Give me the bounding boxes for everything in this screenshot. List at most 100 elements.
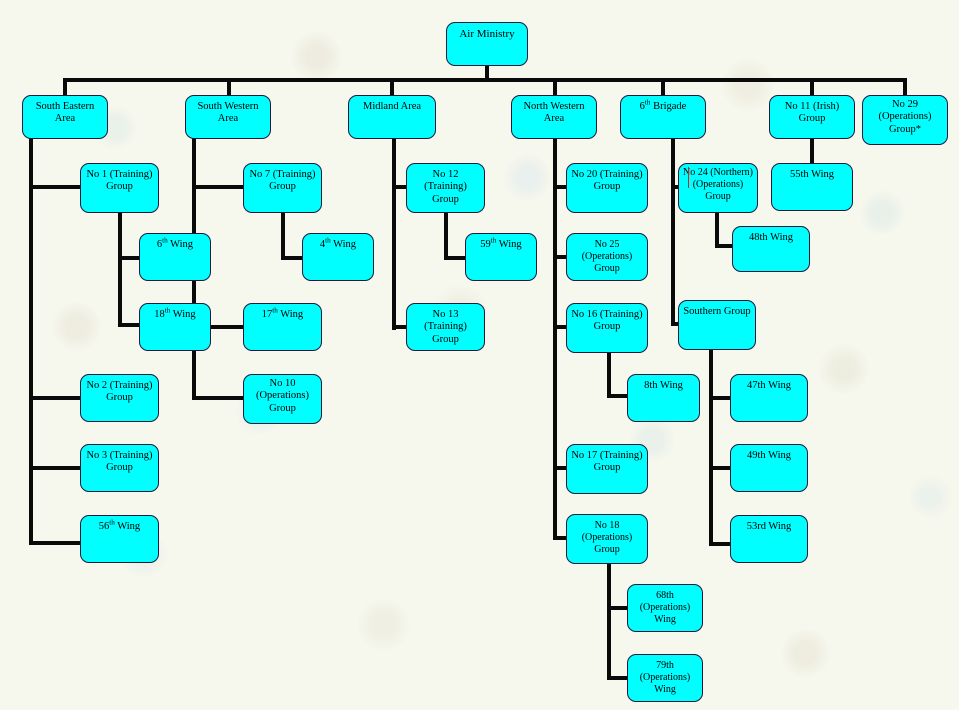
connector-spine-g24 <box>715 213 719 248</box>
node-label-line2: Group <box>798 113 826 125</box>
connector-stub-g7 <box>192 185 244 189</box>
node-48th-wing[interactable]: 48th Wing <box>732 226 810 272</box>
node-8th-wing[interactable]: 8th Wing <box>627 374 700 422</box>
node-17th-wing[interactable]: 17th Wing <box>243 303 322 351</box>
node-47th-wing[interactable]: 47th Wing <box>730 374 808 422</box>
red-annotation-mark <box>688 167 690 188</box>
node-49th-wing[interactable]: 49th Wing <box>730 444 808 492</box>
connector-spine-g16 <box>607 353 611 398</box>
node-label-line1: No 29 <box>892 99 918 110</box>
node-southern-group[interactable]: Southern Group <box>678 300 756 350</box>
node-label-line1: No 7 (Training) <box>249 169 316 180</box>
connector-stub-g10 <box>192 396 244 400</box>
node-label: 56th Wing <box>98 518 141 532</box>
node-south-eastern-area[interactable]: South Eastern Area <box>22 95 108 139</box>
connector-stub-g1 <box>29 185 81 189</box>
node-label: 59th Wing <box>480 236 522 250</box>
node-no-1-training-group[interactable]: No 1 (Training) Group <box>80 163 159 213</box>
node-label-line2: Area <box>217 113 239 125</box>
node-label-line2: (Operations) <box>692 178 744 190</box>
connector-spine-sg <box>709 350 713 546</box>
node-4th-wing[interactable]: 4th Wing <box>302 233 374 281</box>
connector-drop-g11 <box>810 78 814 95</box>
node-no-16-training-group[interactable]: No 16 (Training) Group <box>566 303 648 353</box>
node-no-11-irish-group[interactable]: No 11 (Irish) Group <box>769 95 855 139</box>
connector-root-bus <box>63 78 906 82</box>
connector-stub-w79 <box>607 676 629 680</box>
connector-spine-g11 <box>810 138 814 163</box>
node-no-25-operations-group[interactable]: No 25 (Operations) Group <box>566 233 648 281</box>
node-label: 8th Wing <box>644 380 683 391</box>
connector-stub-w8 <box>607 394 629 398</box>
node-no-2-training-group[interactable]: No 2 (Training) Group <box>80 374 159 422</box>
node-label-line2: Group <box>432 193 459 205</box>
connector-stub-w6 <box>118 256 140 260</box>
node-label-line2: Group <box>269 181 296 193</box>
node-label-line1: No 25 (Operations) <box>581 239 633 262</box>
connector-stub-w18 <box>118 323 140 327</box>
connector-stub-w4 <box>281 256 303 260</box>
connector-stub-g2 <box>29 396 81 400</box>
node-label: 4th Wing <box>319 236 357 250</box>
node-no-17-training-group[interactable]: No 17 (Training) Group <box>566 444 648 494</box>
node-midland-area[interactable]: Midland Area <box>348 95 436 139</box>
node-label-line1: No 2 (Training) <box>86 380 153 391</box>
connector-stub-w49 <box>709 466 731 470</box>
node-label-line1: No 24 (Northern) <box>683 167 753 178</box>
node-no-7-training-group[interactable]: No 7 (Training) Group <box>243 163 322 213</box>
node-6th-brigade[interactable]: 6th Brigade <box>620 95 706 139</box>
connector-drop-b6 <box>661 78 665 95</box>
node-label-line2: Group <box>594 262 620 274</box>
node-label-line3: Group* <box>888 123 922 135</box>
node-68th-operations-wing[interactable]: 68th (Operations) Wing <box>627 584 703 632</box>
node-label-line1: 68th (Operations) <box>639 590 691 613</box>
node-label-line1: South Eastern <box>35 101 95 112</box>
node-label-line2: Group <box>106 181 133 193</box>
node-no-13-training-group[interactable]: No 13 (Training) Group <box>406 303 485 351</box>
node-label: Southern Group <box>683 306 751 317</box>
node-no-20-training-group[interactable]: No 20 (Training) Group <box>566 163 648 213</box>
node-55th-wing[interactable]: 55th Wing <box>771 163 853 211</box>
node-no-24-northern-operations-group[interactable]: No 24 (Northern) (Operations) Group <box>678 163 758 213</box>
node-north-western-area[interactable]: North Western Area <box>511 95 597 139</box>
node-no-10-operations-group[interactable]: No 10 (Operations) Group <box>243 374 322 424</box>
node-no-3-training-group[interactable]: No 3 (Training) Group <box>80 444 159 492</box>
node-18th-wing[interactable]: 18th Wing <box>139 303 211 351</box>
connector-stub-w56 <box>29 541 81 545</box>
node-no-29-operations-group[interactable]: No 29 (Operations) Group* <box>862 95 948 145</box>
node-air-ministry[interactable]: Air Ministry <box>446 22 528 66</box>
node-label-line2: Group <box>593 462 621 474</box>
connector-drop-sw <box>227 78 231 95</box>
node-no-12-training-group[interactable]: No 12 (Training) Group <box>406 163 485 213</box>
node-label-line1: No 13 (Training) <box>424 309 467 333</box>
node-label: 6th Wing <box>156 236 194 250</box>
node-56th-wing[interactable]: 56th Wing <box>80 515 159 563</box>
node-label: Midland Area <box>362 101 422 112</box>
node-no-18-operations-group[interactable]: No 18 (Operations) Group <box>566 514 648 564</box>
node-south-western-area[interactable]: South Western Area <box>185 95 271 139</box>
connector-drop-se <box>63 78 67 95</box>
node-label-line1: No 10 <box>269 378 296 389</box>
node-59th-wing[interactable]: 59th Wing <box>465 233 537 281</box>
connector-stub-w53 <box>709 542 731 546</box>
node-label-line1: South Western <box>197 101 259 112</box>
node-label-line2: (Operations) <box>878 111 932 123</box>
node-53rd-wing[interactable]: 53rd Wing <box>730 515 808 563</box>
node-label-line1: No 17 (Training) <box>571 450 643 461</box>
node-label-line2: (Operations) <box>255 390 310 402</box>
node-label-line1: 79th (Operations) <box>639 660 691 683</box>
node-label-line1: No 12 (Training) <box>424 169 467 193</box>
connector-stub-g3 <box>29 466 81 470</box>
connector-stub-w68 <box>607 606 629 610</box>
node-6th-wing[interactable]: 6th Wing <box>139 233 211 281</box>
node-label-line2: Wing <box>654 683 676 695</box>
node-label-line2: Group <box>593 181 621 193</box>
node-label-line1: North Western <box>523 101 585 112</box>
node-label: 6th Brigade <box>639 98 687 112</box>
node-label-line1: No 3 (Training) <box>86 450 153 461</box>
node-79th-operations-wing[interactable]: 79th (Operations) Wing <box>627 654 703 702</box>
node-label: 17th Wing <box>261 306 304 320</box>
connector-drop-g29 <box>903 78 907 95</box>
node-label-line2: Group <box>432 333 459 345</box>
